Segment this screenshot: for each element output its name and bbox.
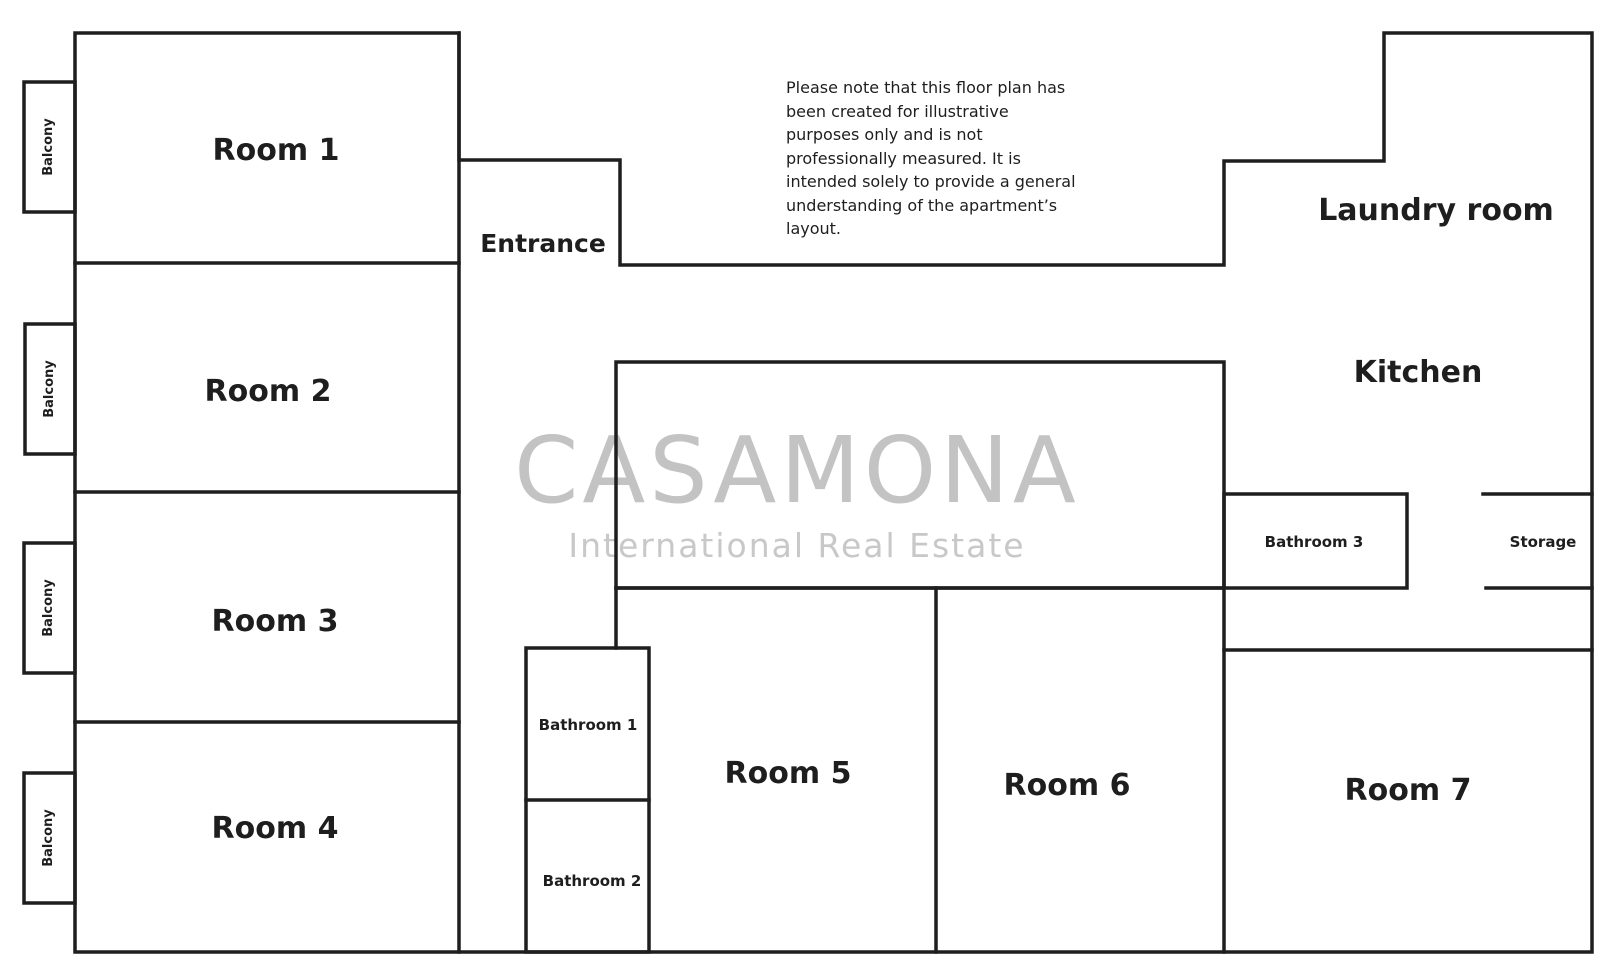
balcony-3-label: Balcony: [41, 579, 56, 637]
balcony-1: [22, 80, 77, 214]
room-2-label: Room 2: [205, 374, 332, 409]
room-1-label: Room 1: [213, 133, 340, 168]
watermark-brand: CASAMONA: [514, 417, 1080, 524]
room-6-label: Room 6: [1004, 768, 1131, 803]
watermark-tagline: International Real Estate: [568, 526, 1025, 565]
storage-label: Storage: [1510, 533, 1577, 551]
balcony-3: [22, 541, 77, 675]
room-7-label: Room 7: [1345, 773, 1472, 808]
balcony-4: [22, 771, 77, 905]
balcony-2: [23, 322, 77, 456]
balcony-2-label: Balcony: [42, 360, 57, 418]
room-4-label: Room 4: [212, 811, 339, 846]
kitchen-label: Kitchen: [1354, 355, 1483, 390]
bathroom-3-box: [1222, 492, 1409, 590]
bathroom-2-label: Bathroom 2: [543, 872, 642, 890]
balcony-4-label: Balcony: [41, 809, 56, 867]
laundry-room-label: Laundry room: [1318, 193, 1554, 228]
room-5-label: Room 5: [725, 756, 852, 791]
balcony-1-label: Balcony: [41, 118, 56, 176]
bathroom-1-label: Bathroom 1: [539, 716, 638, 734]
bathroom-3-label: Bathroom 3: [1265, 533, 1364, 551]
room-3-label: Room 3: [212, 604, 339, 639]
entrance-label: Entrance: [480, 229, 606, 258]
disclaimer-note: Please note that this floor plan has bee…: [786, 78, 1076, 238]
